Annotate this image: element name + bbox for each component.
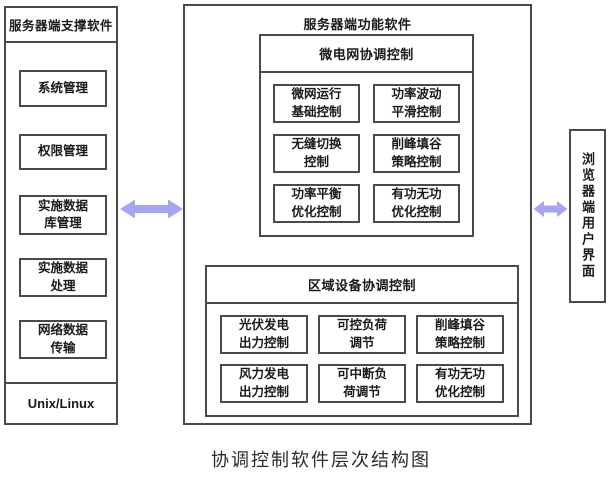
node-seamless-switching-control: 无缝切换 控制 — [273, 134, 360, 173]
node-pv-generation-output-control: 光伏发电 出力控制 — [220, 315, 308, 354]
node-permission-management: 权限管理 — [19, 134, 107, 170]
regional-device-coordination-group: 区域设备协调控制 光伏发电 出力控制 可控负荷 调节 削峰填谷 策略控制 风力发… — [205, 265, 519, 417]
microgrid-group-title: 微电网协调控制 — [261, 36, 472, 73]
node-system-management: 系统管理 — [19, 70, 107, 107]
microgrid-coordination-group: 微电网协调控制 微网运行 基础控制 功率波动 平滑控制 无缝切换 控制 削峰填谷… — [259, 34, 474, 237]
left-double-arrow-icon — [119, 198, 184, 225]
node-active-reactive-power-optimization-regional: 有功无功 优化控制 — [416, 364, 504, 403]
microgrid-node-grid: 微网运行 基础控制 功率波动 平滑控制 无缝切换 控制 削峰填谷 策略控制 功率… — [261, 73, 472, 234]
support-software-panel: 服务器端支撑软件 系统管理 权限管理 实施数据 库管理 实施数据 处理 网络数据… — [4, 6, 118, 425]
right-double-arrow-icon — [533, 199, 568, 224]
support-panel-title: 服务器端支撑软件 — [6, 8, 116, 43]
node-active-reactive-power-optimization-control: 有功无功 优化控制 — [373, 184, 460, 223]
node-power-balance-optimization-control: 功率平衡 优化控制 — [273, 184, 360, 223]
node-microgrid-basic-operation-control: 微网运行 基础控制 — [273, 84, 360, 123]
node-peak-shaving-strategy-control-regional: 削峰填谷 策略控制 — [416, 315, 504, 354]
node-controllable-load-regulation: 可控负荷 调节 — [318, 315, 406, 354]
browser-ui-label: 浏览器端用户界面 — [580, 152, 595, 280]
node-data-processing: 实施数据 处理 — [19, 258, 107, 297]
browser-ui-panel: 浏览器端用户界面 — [569, 129, 606, 303]
function-software-panel: 服务器端功能软件 微电网协调控制 微网运行 基础控制 功率波动 平滑控制 无缝切… — [183, 4, 532, 425]
unix-linux-label: Unix/Linux — [27, 396, 95, 411]
node-interruptible-load-regulation: 可中断负 荷调节 — [318, 364, 406, 403]
regional-group-title: 区域设备协调控制 — [207, 267, 517, 304]
node-wind-generation-output-control: 风力发电 出力控制 — [220, 364, 308, 403]
left-panel-divider — [6, 382, 116, 384]
node-power-fluctuation-smoothing-control: 功率波动 平滑控制 — [373, 84, 460, 123]
function-panel-title: 服务器端功能软件 — [303, 16, 412, 32]
node-database-management: 实施数据 库管理 — [19, 195, 107, 235]
diagram-caption: 协调控制软件层次结构图 — [211, 450, 431, 470]
regional-node-grid: 光伏发电 出力控制 可控负荷 调节 削峰填谷 策略控制 风力发电 出力控制 可中… — [207, 304, 517, 414]
node-peak-shaving-strategy-control: 削峰填谷 策略控制 — [373, 134, 460, 173]
node-network-data-transmission: 网络数据 传输 — [19, 320, 107, 359]
